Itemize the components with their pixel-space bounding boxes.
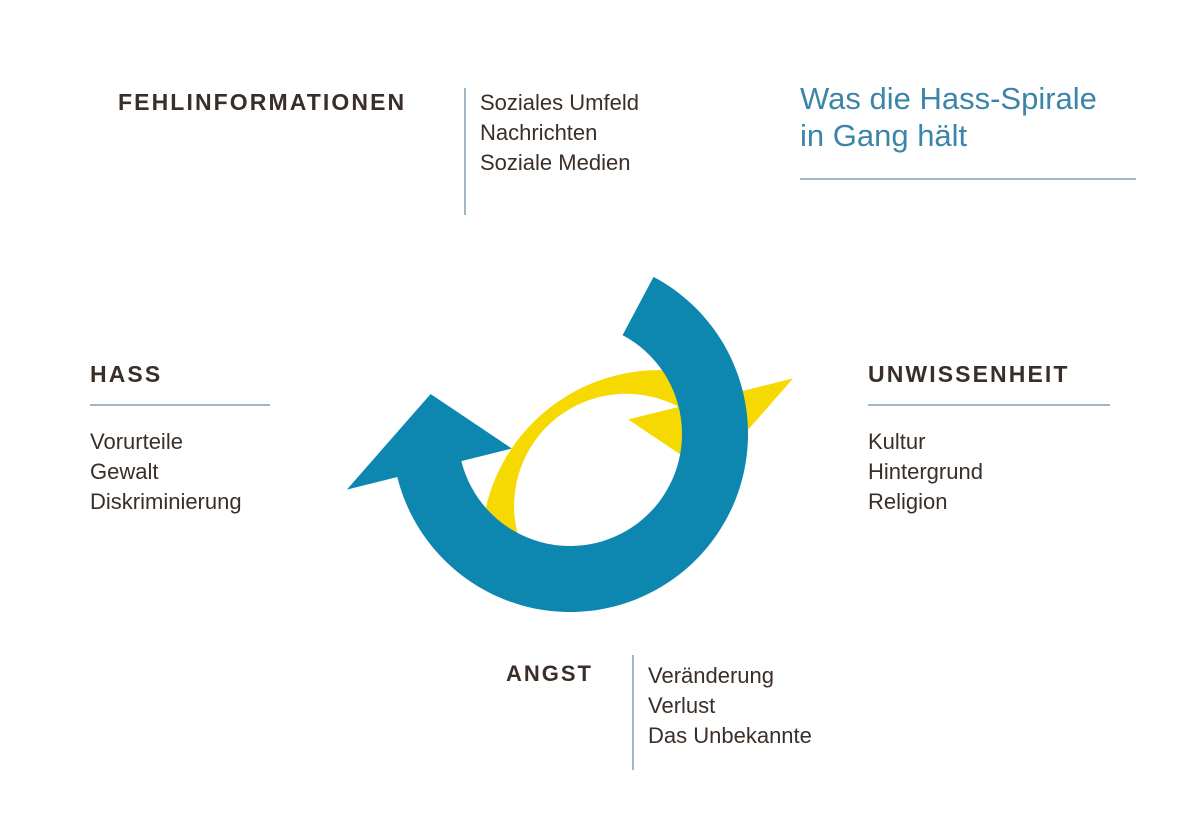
fehlinformationen-item-list: Soziales Umfeld Nachrichten Soziale Medi…: [480, 88, 639, 178]
angst-divider: [632, 655, 634, 770]
title-underline-rule: [800, 178, 1136, 180]
list-item: Soziale Medien: [480, 150, 631, 175]
label-hass: HASS: [90, 361, 163, 387]
list-item: Diskriminierung: [90, 489, 242, 514]
angst-item-list: Veränderung Verlust Das Unbekannte: [648, 661, 812, 751]
unwissenheit-divider: [868, 404, 1110, 406]
list-item: Religion: [868, 489, 948, 514]
fehlinformationen-divider: [464, 88, 466, 215]
list-item: Veränderung: [648, 663, 774, 688]
label-unwissenheit: UNWISSENHEIT: [868, 361, 1070, 387]
label-angst: ANGST: [506, 661, 593, 686]
list-item: Nachrichten: [480, 120, 598, 145]
hate-spiral-cycle-diagram: [300, 248, 840, 620]
unwissenheit-item-list: Kultur Hintergrund Religion: [868, 427, 983, 517]
list-item: Kultur: [868, 429, 926, 454]
hass-item-list: Vorurteile Gewalt Diskriminierung: [90, 427, 242, 517]
list-item: Hintergrund: [868, 459, 983, 484]
list-item: Verlust: [648, 693, 716, 718]
list-item: Vorurteile: [90, 429, 183, 454]
list-item: Das Unbekannte: [648, 723, 812, 748]
list-item: Gewalt: [90, 459, 159, 484]
teal-arrow-icon: [346, 276, 749, 613]
page-title-line-1: Was die Hass-Spirale: [800, 81, 1097, 116]
list-item: Soziales Umfeld: [480, 90, 639, 115]
page-title-line-2: in Gang hält: [800, 118, 968, 153]
label-fehlinformationen: FEHLINFORMATIONEN: [118, 89, 407, 115]
page-title: Was die Hass-Spirale in Gang hält: [800, 80, 1152, 154]
hass-divider: [90, 404, 270, 406]
